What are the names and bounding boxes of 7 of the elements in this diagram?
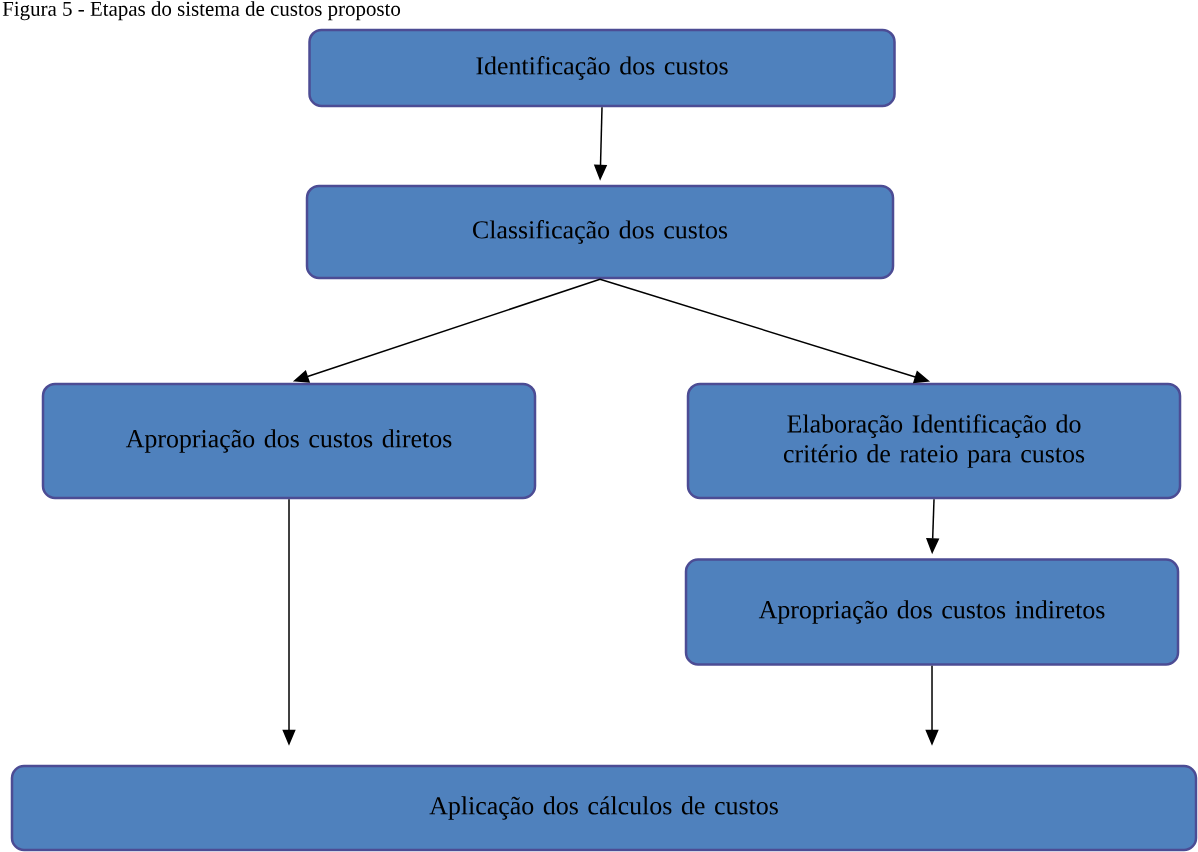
process-box: Aplicação dos cálculos de custos: [10, 764, 1198, 852]
figure-title: Figura 5 - Etapas do sistema de custos proposto: [2, 1, 401, 21]
process-box: Apropriação dos custos diretos: [41, 382, 537, 500]
process-box: Identificação dos custos: [308, 28, 896, 108]
process-box: Apropriação dos custos indiretos: [684, 558, 1180, 666]
process-box: Elaboração Identificação do critério de rateio para custos: [686, 382, 1182, 500]
process-box: Classificação dos custos: [305, 184, 895, 280]
